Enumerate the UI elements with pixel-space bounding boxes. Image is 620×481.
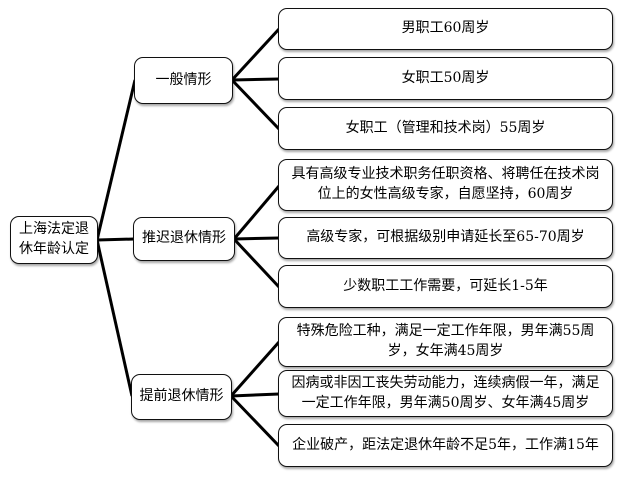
leaf-node-few-workers-extend-1-5-years: 少数职工工作需要，可延长1-5年 [278, 265, 613, 308]
leaf-node-enterprise-bankruptcy: 企业破产，距法定退休年龄不足5年，工作满15年 [278, 424, 613, 467]
leaf-node-female-management-technical-55: 女职工（管理和技术岗）55周岁 [278, 107, 613, 150]
leaf-node-senior-female-experts-60: 具有高级专业技术职务任职资格、将聘任在技术岗位上的女性高级专家，自愿坚持，60周… [278, 159, 613, 211]
leaf-node-senior-experts-extend-65-70: 高级专家，可根据级别申请延长至65-70周岁 [278, 217, 613, 259]
root-node-retirement-age-determination: 上海法定退休年龄认定 [10, 216, 98, 264]
leaf-node-hazardous-jobs-55-45: 特殊危险工种，满足一定工作年限，男年满55周岁，女年满45周岁 [278, 317, 613, 367]
branch-node-early-retirement-cases: 提前退休情形 [131, 374, 232, 420]
leaf-node-male-workers-60: 男职工60周岁 [278, 8, 613, 50]
leaf-node-illness-disability-50-45: 因病或非因工丧失劳动能力，连续病假一年，满足一定工作年限，男年满50周岁、女年满… [278, 370, 613, 417]
branch-node-general-cases: 一般情形 [134, 57, 233, 104]
branch-node-delayed-retirement-cases: 推迟退休情形 [133, 217, 235, 261]
leaf-node-female-workers-50: 女职工50周岁 [278, 57, 613, 100]
